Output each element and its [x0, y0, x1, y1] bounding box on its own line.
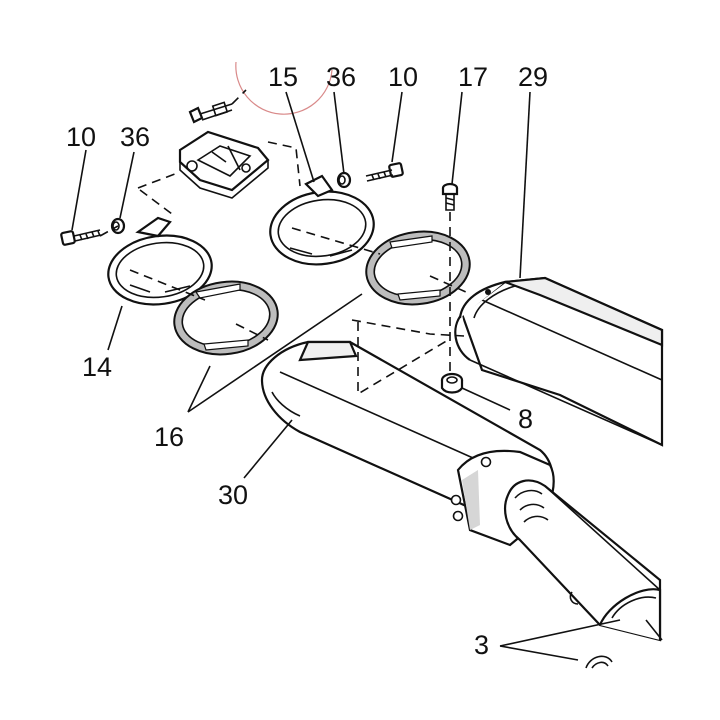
- callout-14: 14: [82, 352, 112, 382]
- grommet-8: [440, 372, 464, 394]
- washer-36-top: [336, 171, 352, 189]
- assembly-lines: [99, 89, 467, 396]
- silencer-29: [454, 276, 664, 447]
- clamp-15: [269, 174, 375, 266]
- clamp-16-left: [173, 280, 279, 356]
- callout-10-left: 10: [66, 122, 96, 152]
- bracket: [178, 130, 270, 199]
- callout-36-left: 36: [120, 122, 150, 152]
- callout-30: 30: [218, 480, 248, 510]
- bracket-bolt: [188, 101, 233, 124]
- ring-partial: [585, 619, 663, 669]
- callout-36-top: 36: [326, 62, 356, 92]
- clamp-14: [107, 216, 213, 306]
- callout-15: 15: [268, 62, 298, 92]
- callout-3: 3: [474, 630, 489, 660]
- leader-lines: [71, 91, 621, 661]
- clamp-16-right: [365, 230, 471, 306]
- reference-circle-marker: [235, 61, 333, 115]
- callout-16: 16: [154, 422, 184, 452]
- callout-8: 8: [518, 404, 533, 434]
- silencer-30: [260, 340, 662, 642]
- bolt-10-top: [365, 162, 404, 182]
- callout-10-top: 10: [388, 62, 418, 92]
- bolt-10-left: [60, 229, 102, 246]
- callout-29: 29: [518, 62, 548, 92]
- screw-17: [441, 182, 459, 211]
- callout-17: 17: [458, 62, 488, 92]
